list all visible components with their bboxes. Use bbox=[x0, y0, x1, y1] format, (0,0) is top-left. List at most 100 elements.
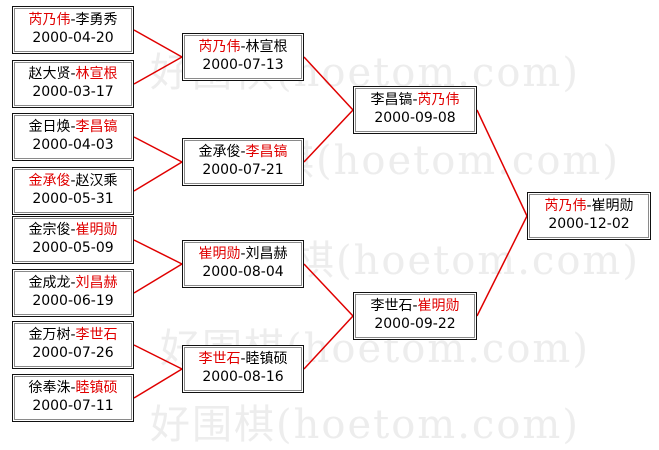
versus-dash: - bbox=[70, 119, 76, 135]
loser-name: 睦镇硕 bbox=[245, 351, 288, 367]
match-date: 2000-04-03 bbox=[32, 137, 114, 153]
bracket-connector-line bbox=[476, 109, 528, 217]
winner-name: 芮乃伟 bbox=[417, 92, 460, 108]
bracket-connector-line bbox=[303, 263, 354, 317]
match-date: 2000-05-31 bbox=[32, 191, 114, 207]
bracket-connector-line bbox=[303, 315, 354, 370]
match-date: 2000-04-20 bbox=[32, 30, 114, 46]
match-date: 2000-09-22 bbox=[374, 316, 456, 332]
match-players: 芮乃伟-林宣根 bbox=[183, 38, 303, 56]
versus-dash: - bbox=[240, 351, 246, 367]
bracket-connector-line bbox=[303, 56, 354, 111]
versus-dash: - bbox=[412, 298, 418, 314]
winner-name: 李世石 bbox=[75, 327, 118, 343]
loser-name: 刘昌赫 bbox=[245, 246, 288, 262]
bracket-connector-line bbox=[133, 263, 183, 294]
winner-name: 芮乃伟 bbox=[28, 12, 71, 28]
versus-dash: - bbox=[240, 144, 246, 160]
match-date: 2000-07-21 bbox=[202, 162, 284, 178]
versus-dash: - bbox=[586, 198, 592, 214]
loser-name: 金成龙 bbox=[28, 275, 71, 291]
versus-dash: - bbox=[70, 222, 76, 238]
winner-name: 刘昌赫 bbox=[75, 275, 118, 291]
match-players: 芮乃伟-崔明勋 bbox=[528, 197, 650, 215]
match-players: 金承俊-李昌镐 bbox=[183, 143, 303, 161]
winner-name: 芮乃伟 bbox=[544, 198, 587, 214]
winner-name: 李昌镐 bbox=[75, 119, 118, 135]
match-players: 崔明勋-刘昌赫 bbox=[183, 245, 303, 263]
winner-name: 林宣根 bbox=[75, 66, 118, 82]
match-players: 金承俊-赵汉乘 bbox=[13, 172, 133, 190]
match-players: 李世石-睦镇硕 bbox=[183, 350, 303, 368]
versus-dash: - bbox=[70, 327, 76, 343]
loser-name: 金日焕 bbox=[28, 119, 71, 135]
versus-dash: - bbox=[70, 173, 76, 189]
bracket-connector-line bbox=[133, 239, 183, 265]
match-players: 金万树-李世石 bbox=[13, 326, 133, 344]
bracket-connector-line bbox=[133, 368, 183, 399]
match-date: 2000-08-04 bbox=[202, 264, 284, 280]
versus-dash: - bbox=[412, 92, 418, 108]
match-date: 2000-03-17 bbox=[32, 84, 114, 100]
loser-name: 李勇秀 bbox=[75, 12, 118, 28]
bracket-connector-line bbox=[303, 109, 354, 163]
winner-name: 金承俊 bbox=[28, 173, 71, 189]
match-date: 2000-07-13 bbox=[202, 57, 284, 73]
winner-name: 李世石 bbox=[198, 351, 241, 367]
match-players: 金日焕-李昌镐 bbox=[13, 118, 133, 136]
match-date: 2000-07-26 bbox=[32, 345, 114, 361]
match-date: 2000-07-11 bbox=[32, 398, 114, 414]
match-players: 李世石-崔明勋 bbox=[354, 297, 476, 315]
match-date: 2000-09-08 bbox=[374, 110, 456, 126]
match-players: 赵大贤-林宣根 bbox=[13, 65, 133, 83]
bracket-connector-line bbox=[133, 56, 183, 85]
loser-name: 林宣根 bbox=[245, 39, 288, 55]
versus-dash: - bbox=[70, 12, 76, 28]
bracket-connector-line bbox=[133, 29, 183, 58]
match-players: 徐奉洙-睦镇硕 bbox=[13, 379, 133, 397]
versus-dash: - bbox=[70, 380, 76, 396]
winner-name: 睦镇硕 bbox=[75, 380, 118, 396]
match-date: 2000-05-09 bbox=[32, 240, 114, 256]
bracket-connector-line bbox=[476, 215, 528, 317]
loser-name: 金万树 bbox=[28, 327, 71, 343]
winner-name: 崔明勋 bbox=[417, 298, 460, 314]
winner-name: 崔明勋 bbox=[198, 246, 241, 262]
loser-name: 金承俊 bbox=[198, 144, 241, 160]
bracket-connector-line bbox=[133, 136, 183, 163]
loser-name: 李世石 bbox=[370, 298, 413, 314]
winner-name: 芮乃伟 bbox=[198, 39, 241, 55]
versus-dash: - bbox=[240, 39, 246, 55]
match-date: 2000-06-19 bbox=[32, 293, 114, 309]
versus-dash: - bbox=[70, 66, 76, 82]
versus-dash: - bbox=[240, 246, 246, 262]
loser-name: 李昌镐 bbox=[370, 92, 413, 108]
match-players: 金成龙-刘昌赫 bbox=[13, 274, 133, 292]
bracket-connector-line bbox=[133, 344, 183, 370]
match-date: 2000-12-02 bbox=[548, 216, 630, 232]
match-players: 李昌镐-芮乃伟 bbox=[354, 91, 476, 109]
match-date: 2000-08-16 bbox=[202, 369, 284, 385]
loser-name: 金宗俊 bbox=[28, 222, 71, 238]
bracket-lines bbox=[133, 29, 528, 399]
match-players: 金宗俊-崔明勋 bbox=[13, 221, 133, 239]
loser-name: 赵汉乘 bbox=[75, 173, 118, 189]
loser-name: 赵大贤 bbox=[28, 66, 71, 82]
winner-name: 崔明勋 bbox=[75, 222, 118, 238]
versus-dash: - bbox=[70, 275, 76, 291]
match-players: 芮乃伟-李勇秀 bbox=[13, 11, 133, 29]
winner-name: 李昌镐 bbox=[245, 144, 288, 160]
